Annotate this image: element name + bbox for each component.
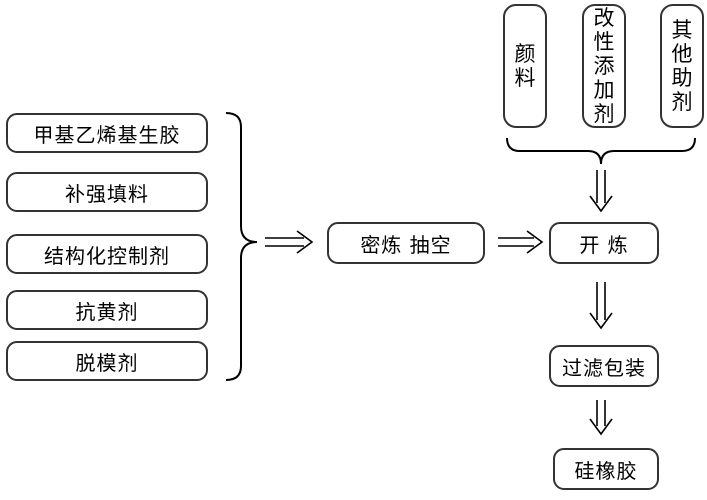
left-curly-brace [225,112,258,381]
double-arrow-additives-down [589,170,613,213]
additive-box-other-aids: 其 他 助 剂 [660,4,704,128]
additive-box-modifier: 改 性 添 加 剂 [582,4,626,128]
double-arrow-to-product [589,400,613,436]
input-box-structure-control-agent: 结构化控制剂 [6,234,208,274]
input-box-raw-gum: 甲基乙烯基生胶 [6,113,208,153]
silicone-rubber-box: 硅橡胶 [553,448,659,490]
input-box-release-agent: 脱模剂 [6,341,208,381]
mixing-vacuum-box: 密炼 抽空 [327,222,485,264]
input-box-reinforcing-filler: 补强填料 [6,172,208,212]
top-curly-brace [506,137,696,165]
input-box-anti-yellowing-agent: 抗黄剂 [6,290,208,330]
double-arrow-to-filter [589,282,613,330]
additive-box-pigment: 颜 料 [503,4,547,128]
filter-packaging-box: 过滤包装 [549,345,659,387]
open-milling-box: 开 炼 [549,222,659,264]
double-arrow-to-milling [498,230,544,254]
double-arrow-to-mixing [265,230,314,254]
